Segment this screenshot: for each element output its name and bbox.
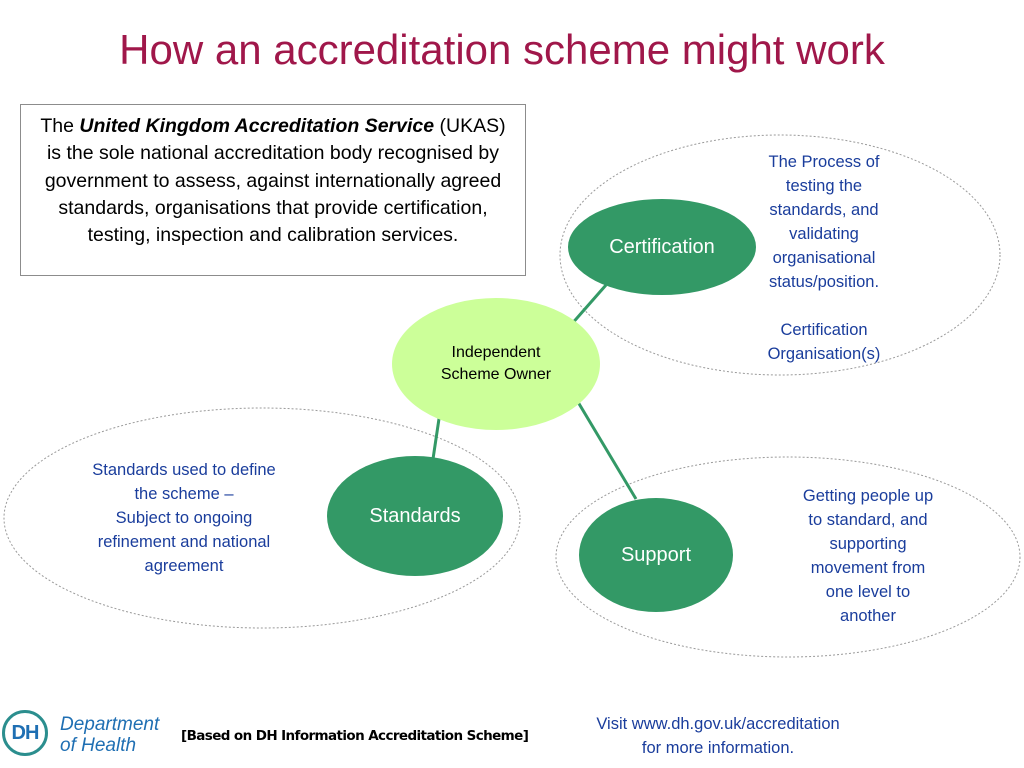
connector-certification — [568, 284, 608, 327]
standards-node — [327, 456, 503, 576]
ukas-org-name: United Kingdom Accreditation Service — [79, 115, 435, 137]
dh-logo-line1: Department — [60, 714, 160, 735]
scheme-owner-line2: Scheme Owner — [440, 366, 552, 383]
source-note: [Based on DH Information Accreditation S… — [181, 728, 529, 744]
certification-node — [568, 199, 756, 295]
certification-desc-line: organisational — [772, 249, 876, 267]
dh-logo-badge: DH — [2, 710, 48, 756]
certification-desc-line: validating — [789, 225, 859, 243]
scheme-owner-line1: Independent — [451, 344, 541, 361]
support-desc-line: supporting — [829, 535, 907, 553]
certification-desc-line: Certification — [780, 321, 868, 339]
ukas-info-box: The United Kingdom Accreditation Service… — [20, 104, 526, 276]
certification-desc-line: Organisation(s) — [767, 345, 881, 363]
certification-desc-line: The Process of — [768, 153, 880, 171]
footer-link[interactable]: Visit www.dh.gov.uk/accreditation for mo… — [560, 712, 876, 760]
page-title: How an accreditation scheme might work — [119, 26, 885, 73]
support-desc-line: another — [840, 607, 896, 625]
support-description: Getting people up to standard, and suppo… — [772, 484, 964, 628]
certification-desc-line: standards, and — [769, 201, 879, 219]
standards-desc-line: the scheme – — [134, 485, 234, 503]
certification-desc-line: status/position. — [768, 273, 880, 291]
standards-desc-line: Standards used to define — [92, 461, 276, 479]
dh-logo-text: Department of Health — [60, 714, 159, 756]
certification-desc-line: testing the — [785, 177, 863, 195]
certification-label-text: Certification — [609, 235, 715, 258]
standards-desc-line: refinement and national — [97, 533, 271, 551]
standards-node-label: Standards — [327, 456, 503, 576]
ukas-body-text: (UKAS) is the sole national accreditatio… — [44, 115, 506, 247]
support-label-text: Support — [620, 543, 692, 566]
footer-link-line1[interactable]: Visit www.dh.gov.uk/accreditation — [596, 715, 840, 733]
standards-desc-line: Subject to ongoing — [115, 509, 253, 527]
standards-region — [3, 407, 521, 629]
ukas-prefix: The — [40, 115, 80, 137]
support-node — [579, 498, 733, 612]
support-desc-line: movement from — [810, 559, 926, 577]
dh-logo-line2: of Health — [60, 735, 137, 756]
scheme-owner-label: Independent Scheme Owner — [392, 298, 600, 430]
footer-link-line2: for more information. — [641, 739, 795, 757]
standards-desc-line: agreement — [144, 557, 224, 575]
scheme-owner-node — [392, 298, 600, 430]
support-desc-line: one level to — [825, 583, 911, 601]
support-region — [555, 456, 1021, 658]
support-desc-line: Getting people up — [802, 487, 934, 505]
support-node-label: Support — [579, 498, 733, 612]
connector-standards — [431, 411, 442, 460]
standards-label-text: Standards — [369, 504, 461, 527]
standards-description: Standards used to define the scheme – Su… — [58, 458, 310, 578]
support-desc-line: to standard, and — [808, 511, 928, 529]
connector-support — [576, 401, 638, 500]
certification-description: The Process of testing the standards, an… — [730, 150, 918, 366]
certification-node-label: Certification — [568, 199, 756, 295]
certification-region — [559, 134, 1001, 376]
dh-logo-initials: DH — [11, 721, 40, 744]
dh-logo: DH Department of Health — [0, 706, 170, 762]
